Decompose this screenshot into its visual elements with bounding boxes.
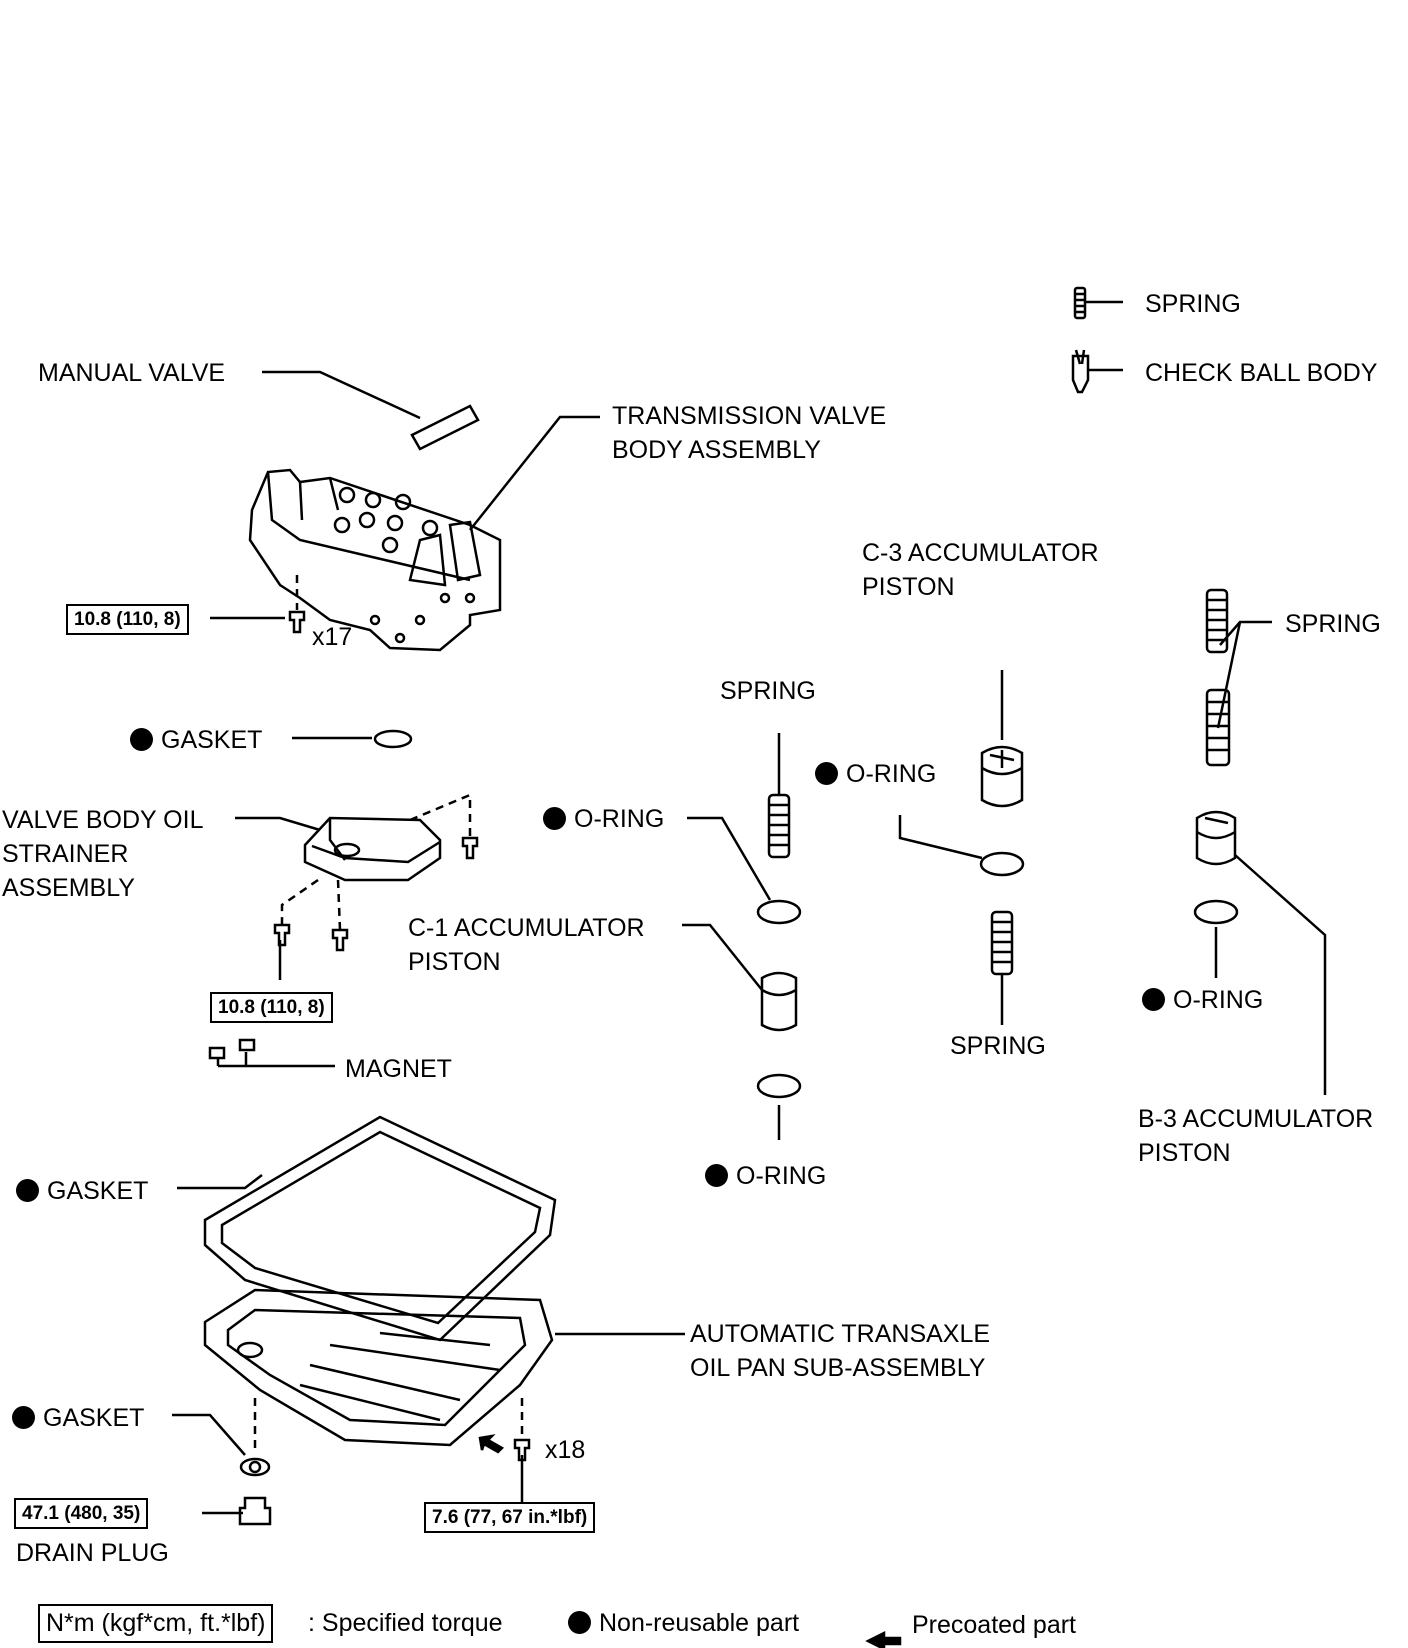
label-strainer-line2: STRAINER: [2, 840, 129, 868]
leader-c1-piston: [682, 923, 763, 991]
legend-arrow-shape: [865, 1630, 902, 1648]
label-valve-body-line1: TRANSMISSION VALVE: [612, 402, 887, 430]
nonreusable-dot: [705, 1164, 728, 1187]
label-oring-c3: O-RING: [815, 758, 936, 791]
legend-nonreusable-text: Non-reusable part: [599, 1609, 800, 1637]
nonreusable-dot: [543, 807, 566, 830]
label-valve-body-line2: BODY ASSEMBLY: [612, 436, 821, 464]
torque-oil-pan: 7.6 (77, 67 in.*lbf): [424, 1502, 596, 1533]
nonreusable-dot: [130, 728, 153, 751]
manual-valve-shape: [410, 404, 480, 451]
legend-nonreusable: Non-reusable part: [568, 1606, 799, 1641]
legend-precoated-text: Precoated part: [912, 1611, 1076, 1639]
leader-oring-c1-upper: [687, 816, 772, 901]
legend-torque-unit: N*m (kgf*cm, ft.*lbf): [38, 1604, 274, 1643]
label-oring-c1-upper-text: O-RING: [574, 805, 665, 833]
label-spring-b3: SPRING: [1285, 610, 1381, 638]
label-c1-piston-line1: C-1 ACCUMULATOR: [408, 914, 645, 942]
torque-strainer: 10.8 (110, 8): [210, 992, 333, 1023]
label-oring-c1-lower-text: O-RING: [736, 1162, 827, 1190]
label-drain-plug: DRAIN PLUG: [16, 1539, 169, 1567]
oring-c1-lower-shape: [756, 1073, 802, 1099]
label-strainer-line1: VALVE BODY OIL: [2, 806, 204, 834]
valve-body-bolt-shape: [288, 610, 306, 634]
label-gasket-3-text: GASKET: [43, 1404, 145, 1432]
label-oring-c3-text: O-RING: [846, 760, 937, 788]
label-gasket-1: GASKET: [130, 724, 262, 757]
nonreusable-dot: [568, 1611, 591, 1634]
oil-pan-shape: [203, 1288, 554, 1447]
label-magnet: MAGNET: [345, 1055, 452, 1083]
nonreusable-dot: [12, 1406, 35, 1429]
label-oring-c1-upper: O-RING: [543, 803, 664, 836]
label-b3-piston-line2: PISTON: [1138, 1139, 1231, 1167]
strainer-bolt-3-shape: [331, 928, 349, 952]
label-manual-valve: MANUAL VALVE: [38, 359, 226, 387]
label-gasket-3: GASKET: [12, 1402, 144, 1435]
label-spring-top: SPRING: [1145, 290, 1241, 318]
c3-piston-shape: [980, 745, 1024, 808]
label-spring-c3: SPRING: [950, 1032, 1046, 1060]
label-oring-c1-lower: O-RING: [705, 1160, 826, 1193]
torque-drain-plug: 47.1 (480, 35): [14, 1498, 149, 1529]
label-b3-piston-line1: B-3 ACCUMULATOR: [1138, 1105, 1374, 1133]
label-c3-piston-line2: PISTON: [862, 573, 955, 601]
magnet-1-shape: [208, 1046, 226, 1060]
nonreusable-dot: [16, 1179, 39, 1202]
leader-manual-valve: [262, 370, 421, 420]
magnet-2-shape: [238, 1038, 256, 1052]
b3-piston-shape: [1195, 810, 1237, 866]
leader-gasket-3: [172, 1413, 246, 1456]
spring-top-shape: [1073, 286, 1087, 320]
label-oring-b3: O-RING: [1142, 984, 1263, 1017]
label-oring-b3-text: O-RING: [1173, 986, 1264, 1014]
leader-gasket-2: [177, 1174, 263, 1190]
check-ball-body-shape: [1071, 349, 1090, 394]
label-strainer-line3: ASSEMBLY: [2, 874, 135, 902]
label-oil-pan-line1: AUTOMATIC TRANSAXLE: [690, 1320, 991, 1348]
oring-c1-upper-shape: [756, 899, 802, 925]
gasket-1-shape: [373, 729, 413, 749]
label-gasket-1-text: GASKET: [161, 726, 263, 754]
nonreusable-dot: [1142, 988, 1165, 1011]
torque-valve-body: 10.8 (110, 8): [66, 604, 189, 635]
leader-magnet: [216, 1052, 335, 1068]
precoated-arrow-shape: [478, 1434, 505, 1454]
strainer-shape: [303, 816, 442, 882]
strainer-bolt-2-shape: [273, 923, 291, 947]
leader-oring-c3: [898, 815, 983, 860]
label-gasket-2: GASKET: [16, 1175, 148, 1208]
label-c1-piston-line2: PISTON: [408, 948, 501, 976]
oring-c3-shape: [979, 851, 1025, 877]
label-c3-piston-line1: C-3 ACCUMULATOR: [862, 539, 1099, 567]
oil-pan-gasket-shape: [203, 1115, 557, 1342]
label-x17: x17: [312, 623, 353, 651]
label-x18: x18: [545, 1436, 586, 1464]
drain-plug-shape: [238, 1496, 272, 1526]
oring-b3-shape: [1193, 899, 1239, 925]
label-check-ball-body: CHECK BALL BODY: [1145, 359, 1378, 387]
drain-gasket-shape: [239, 1457, 271, 1477]
oil-pan-bolt-shape: [513, 1438, 531, 1462]
c1-piston-shape: [760, 971, 798, 1032]
leader-b3-piston: [1234, 854, 1327, 1095]
nonreusable-dot: [815, 762, 838, 785]
label-spring-c1: SPRING: [720, 677, 816, 705]
label-gasket-2-text: GASKET: [47, 1177, 149, 1205]
legend-torque-text: : Specified torque: [308, 1609, 503, 1637]
leader-valve-body: [469, 415, 600, 531]
leader-strainer: [235, 816, 321, 832]
strainer-bolt-1-shape: [461, 836, 479, 860]
label-oil-pan-line2: OIL PAN SUB-ASSEMBLY: [690, 1354, 986, 1382]
spring-b3-lower-shape: [1205, 688, 1231, 767]
